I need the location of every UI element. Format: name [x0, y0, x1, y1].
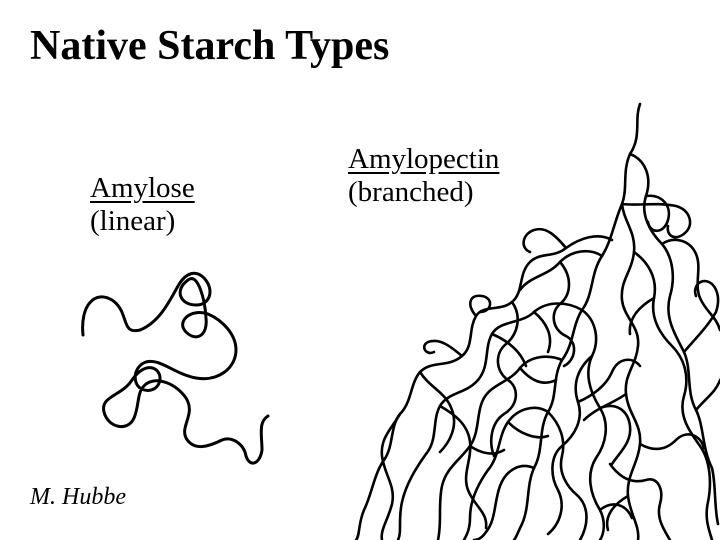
author-credit: M. Hubbe [30, 484, 126, 510]
amylopectin-branches [354, 102, 720, 540]
amylose-form: (linear) [90, 205, 176, 237]
amylopectin-name: Amylopectin [348, 143, 500, 175]
amylose-chain [81, 271, 270, 465]
amylopectin-form: (branched) [348, 176, 474, 208]
amylopectin-label: Amylopectin (branched) [348, 143, 499, 209]
main-stem [512, 102, 642, 540]
amylose-name: Amylose [90, 172, 195, 204]
page-title: Native Starch Types [30, 23, 390, 69]
amylose-label: Amylose (linear) [90, 172, 195, 238]
